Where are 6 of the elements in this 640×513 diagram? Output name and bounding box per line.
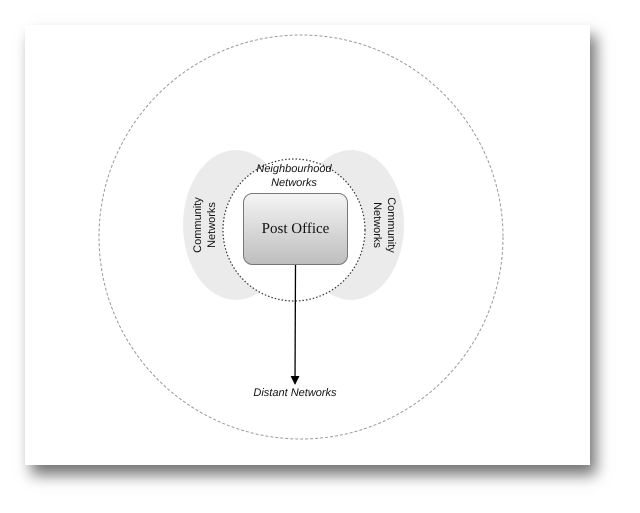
network-label: Community Networks — [191, 196, 219, 255]
network-label: Community Networks — [370, 196, 398, 255]
arrow — [290, 265, 300, 385]
node-label: Post Office — [260, 220, 330, 238]
network-label: Neighbourhood Networks — [255, 162, 333, 190]
network-label: Distant Networks — [252, 386, 338, 400]
